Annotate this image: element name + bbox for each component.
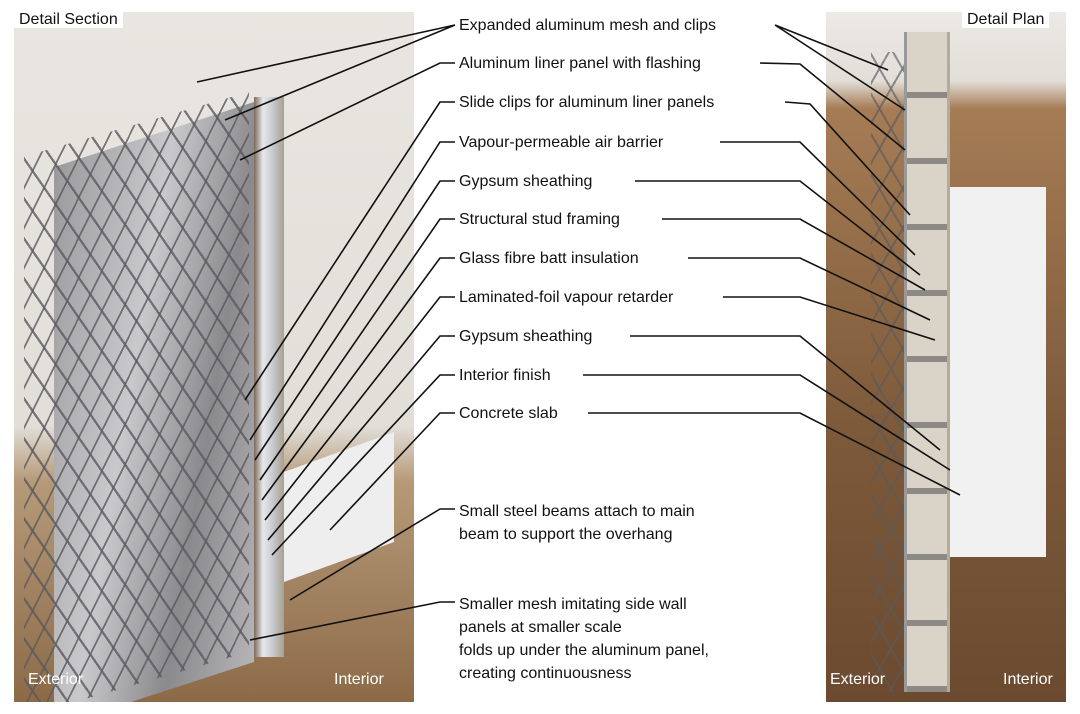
- label-gypsum-sheathing-1: Gypsum sheathing: [459, 173, 593, 190]
- label-air-barrier: Vapour-permeable air barrier: [459, 134, 664, 151]
- label-vapour-retarder: Laminated-foil vapour retarder: [459, 289, 674, 306]
- detail-section-title: Detail Section: [14, 10, 123, 30]
- insulation-edge: [254, 97, 284, 657]
- expanded-mesh: [24, 92, 249, 702]
- label-stud-framing: Structural stud framing: [459, 211, 620, 228]
- right-exterior-label: Exterior: [830, 671, 886, 688]
- label-slide-clips: Slide clips for aluminum liner panels: [459, 94, 715, 111]
- label-expanded-mesh: Expanded aluminum mesh and clips: [459, 17, 717, 34]
- note-steel-beams: Small steel beams attach to main beam to…: [459, 503, 695, 543]
- concrete-slab: [284, 431, 394, 583]
- detail-plan-photo: [826, 12, 1066, 702]
- label-batt-insulation: Glass fibre batt insulation: [459, 250, 639, 267]
- note-smaller-mesh: Smaller mesh imitating side wall panels …: [459, 596, 709, 682]
- label-aluminum-liner: Aluminum liner panel with flashing: [459, 55, 701, 72]
- label-interior-finish: Interior finish: [459, 367, 551, 384]
- detail-plan-title: Detail Plan: [962, 10, 1050, 30]
- left-interior-label: Interior: [334, 671, 384, 688]
- right-interior-label: Interior: [1003, 671, 1053, 688]
- label-gypsum-sheathing-2: Gypsum sheathing: [459, 328, 593, 345]
- label-concrete-slab: Concrete slab: [459, 405, 558, 422]
- detail-section-photo: [14, 12, 414, 702]
- wall-assembly-plan: [904, 32, 950, 692]
- left-exterior-label: Exterior: [28, 671, 84, 688]
- concrete-slab-plan: [946, 187, 1046, 557]
